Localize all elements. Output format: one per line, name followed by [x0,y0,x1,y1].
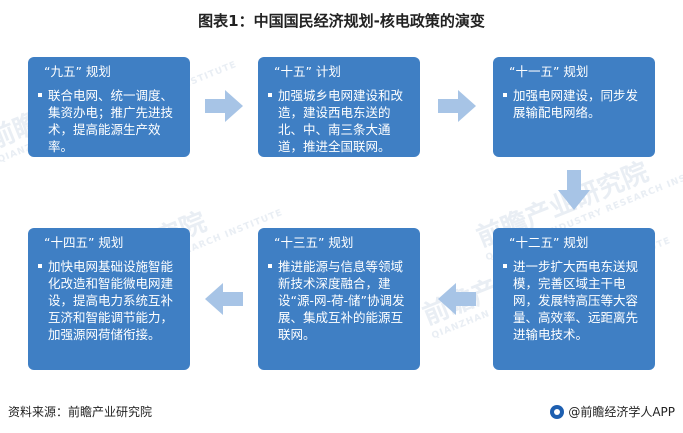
brand-text: @前瞻经济学人APP [568,405,675,419]
plan-box-13th: “十三五” 规划 推进能源与信息等领域新技术深度融合，建设“源-网-荷-储”协调… [258,228,420,370]
plan-title: “十四五” 规划 [44,235,124,250]
plan-box-14th: “十四五” 规划 加快电网基础设施智能化改造和智能微电网建设，提高电力系统互补互… [28,228,190,370]
plan-body: 加强电网建设，同步发展输配电网络。 [503,87,645,121]
plan-body: 加快电网基础设施智能化改造和智能微电网建设，提高电力系统互补互济和智能调节能力，… [38,258,180,343]
chart-title: 图表1：中国国民经济规划-核电政策的演变 [198,12,485,30]
plan-body: 联合电网、统一调度、集资办电；推广先进技术，提高能源生产效率。 [38,87,180,155]
brand-logo-icon [550,404,565,419]
plan-title: “九五” 规划 [44,64,111,79]
plan-title: “十一五” 规划 [509,64,589,79]
plan-box-11th: “十一五” 规划 加强电网建设，同步发展输配电网络。 [493,57,655,157]
plan-body: 加强城乡电网建设和改造，建设西电东送的北、中、南三条大通道，推进全国联网。 [268,87,410,155]
plan-box-12th: “十二五” 规划 进一步扩大西电东送规模，完善区域主干电网，发展特高压等大容量、… [493,228,655,370]
plan-body: 进一步扩大西电东送规模，完善区域主干电网，发展特高压等大容量、高效率、远距离先进… [503,258,645,343]
plan-title: “十五” 计划 [274,64,341,79]
plan-body: 推进能源与信息等领域新技术深度融合，建设“源-网-荷-储”协调发展、集成互补的能… [268,258,410,343]
plan-box-10th: “十五” 计划 加强城乡电网建设和改造，建设西电东送的北、中、南三条大通道，推进… [258,57,420,157]
arrow-down-icon [558,170,590,210]
source-note: 资料来源：前瞻产业研究院 [8,405,153,419]
brand-credit: @前瞻经济学人APP [550,403,675,420]
plan-box-9th: “九五” 规划 联合电网、统一调度、集资办电；推广先进技术，提高能源生产效率。 [28,57,190,157]
arrow-left-icon [205,283,243,315]
plan-title: “十二五” 规划 [509,235,589,250]
arrow-right-icon [205,90,243,122]
arrow-left-icon [438,283,476,315]
arrow-right-icon [438,90,476,122]
plan-title: “十三五” 规划 [274,235,354,250]
